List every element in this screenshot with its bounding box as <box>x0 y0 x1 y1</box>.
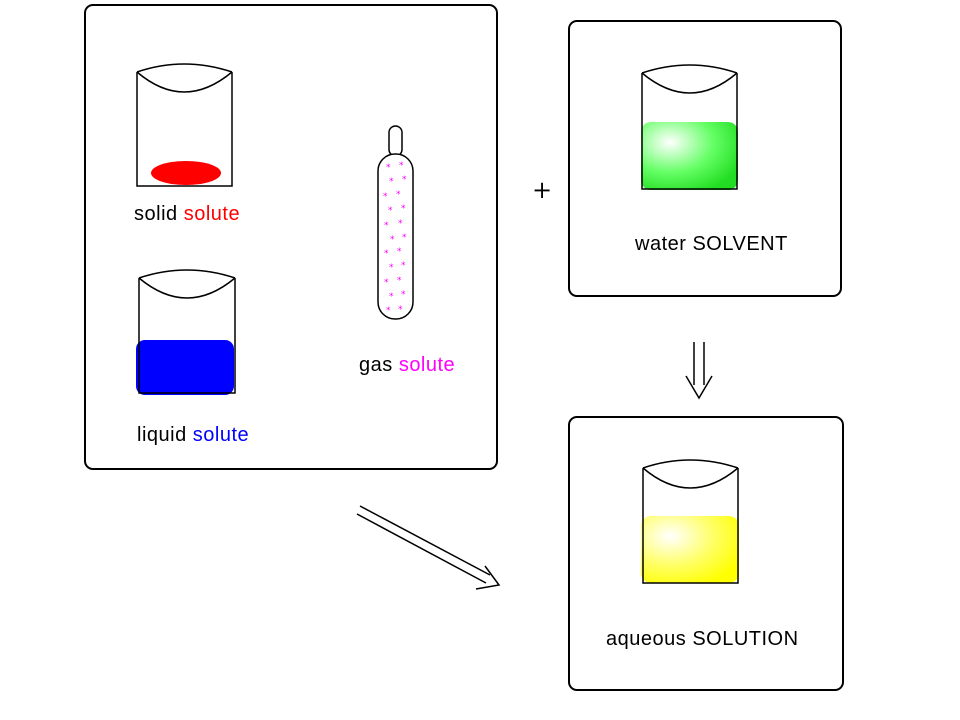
liquid-solute-fill <box>136 340 234 395</box>
svg-text:*: * <box>386 306 391 316</box>
svg-text:*: * <box>386 163 391 173</box>
liquid-solute-beaker <box>136 269 236 395</box>
gas-word: gas <box>359 354 393 376</box>
solid-solute-label: solid solute <box>134 204 240 224</box>
liquid-word: liquid <box>137 424 187 446</box>
water-word: water <box>635 233 687 255</box>
svg-text:*: * <box>389 292 394 302</box>
svg-text:*: * <box>389 263 394 273</box>
svg-text:*: * <box>398 219 403 229</box>
aqueous-word: aqueous <box>606 628 687 650</box>
svg-text:*: * <box>384 221 389 231</box>
aqueous-solution-label: aqueous SOLUTION <box>606 629 799 649</box>
svg-text:*: * <box>384 278 389 288</box>
svg-text:*: * <box>401 290 406 300</box>
svg-text:*: * <box>402 175 407 185</box>
solution-word: SOLUTION <box>692 628 799 650</box>
svg-text:*: * <box>401 204 406 214</box>
gas-particles: ** ** ** ** ** ** ** ** ** ** ** <box>383 161 407 316</box>
svg-text:*: * <box>397 276 402 286</box>
solvent-word: SOLVENT <box>692 233 788 255</box>
svg-text:*: * <box>383 192 388 202</box>
gas-solute-label: gas solute <box>359 355 455 375</box>
svg-text:*: * <box>384 249 389 259</box>
svg-text:*: * <box>389 177 394 187</box>
gas-solute-tube: ** ** ** ** ** ** ** ** ** ** ** <box>377 125 414 320</box>
svg-text:*: * <box>401 261 406 271</box>
solid-word: solid <box>134 203 178 225</box>
svg-text:*: * <box>402 233 407 243</box>
solution-fill <box>641 516 739 583</box>
gas-solute-word: solute <box>398 354 456 376</box>
svg-text:*: * <box>399 161 404 171</box>
svg-text:*: * <box>398 305 403 315</box>
liquid-solute-word: solute <box>192 424 250 446</box>
down-arrow-icon <box>685 342 713 400</box>
plus-sign: + <box>532 176 553 204</box>
water-fill <box>641 122 738 190</box>
svg-text:*: * <box>396 190 401 200</box>
svg-text:*: * <box>397 247 402 257</box>
liquid-solute-label: liquid solute <box>137 425 249 445</box>
water-solvent-label: water SOLVENT <box>635 234 788 254</box>
water-solvent-beaker <box>641 64 738 190</box>
diagonal-arrow-icon <box>356 505 501 590</box>
svg-text:*: * <box>388 206 393 216</box>
solid-solute-beaker <box>136 63 233 187</box>
svg-text:*: * <box>390 235 395 245</box>
aqueous-solution-beaker <box>641 459 739 584</box>
solid-solute-word: solute <box>183 203 241 225</box>
solid-solute-blob <box>151 161 221 185</box>
